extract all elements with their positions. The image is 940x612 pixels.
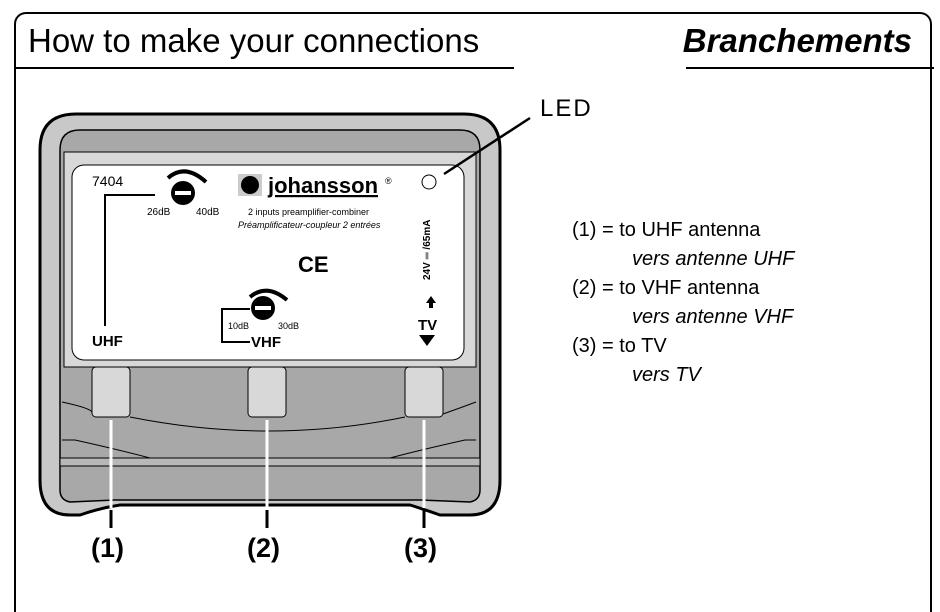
- model-number: 7404: [92, 173, 123, 189]
- brand-logo-icon: [241, 176, 259, 194]
- connection-legend: (1) = to UHF antenna vers antenne UHF (2…: [572, 216, 794, 390]
- vhf-knob-arc: [248, 288, 289, 302]
- connector-label-3: (3): [404, 533, 437, 563]
- vhf-knob-slot: [255, 306, 271, 310]
- legend-item-2-fr: vers antenne VHF: [632, 306, 794, 328]
- led-indicator: [421, 174, 437, 190]
- uhf-knob-arc: [166, 169, 208, 184]
- title-underline-en: [15, 67, 514, 69]
- page-frame: [14, 12, 932, 612]
- vhf-min-label: 10dB: [228, 321, 249, 331]
- legend-item-1-en: (1) = to UHF antenna: [572, 219, 761, 241]
- device-desc-fr: Préamplificateur-coupleur 2 entrées: [238, 220, 381, 230]
- device-desc-en: 2 inputs preamplifier-combiner: [248, 207, 369, 217]
- brand-name: johansson: [267, 173, 378, 198]
- power-label: 24V ═ /65mA: [422, 220, 433, 280]
- uhf-label: UHF: [92, 333, 123, 350]
- led-callout-label: LED: [540, 95, 593, 122]
- led-callout-line: [443, 116, 531, 176]
- device-label-panel: [71, 164, 465, 361]
- connector-label-2: (2): [247, 533, 280, 563]
- connector-1: [91, 366, 131, 418]
- housing-curve-upper: [61, 401, 477, 432]
- connector-3: [404, 366, 444, 418]
- uhf-bracket: [104, 194, 155, 326]
- up-arrow-icon: [426, 296, 436, 308]
- uhf-max-label: 40dB: [196, 207, 220, 218]
- device-diagram: LED 7404 26dB 40dB UHF johansson ® 2 inp…: [38, 95, 593, 528]
- legend-item-3-fr: vers TV: [632, 364, 701, 386]
- title-underline-fr: [686, 67, 934, 69]
- legend-item-2-en: (2) = to VHF antenna: [572, 277, 760, 299]
- vhf-bracket: [221, 308, 250, 343]
- connector-label-1: (1): [91, 533, 124, 563]
- ce-mark: CE: [298, 252, 329, 277]
- uhf-knob-slot: [175, 191, 191, 195]
- tv-label: TV: [418, 317, 437, 334]
- page-title-fr: Branchements: [682, 22, 912, 59]
- housing-rail: [59, 457, 481, 467]
- vhf-label: VHF: [251, 334, 281, 351]
- page-title-en: How to make your connections: [28, 22, 480, 59]
- down-triangle-icon: [419, 335, 435, 346]
- brand-mark: ®: [385, 176, 392, 186]
- legend-item-1-fr: vers antenne UHF: [632, 248, 795, 270]
- legend-item-3-en: (3) = to TV: [572, 335, 667, 357]
- uhf-min-label: 26dB: [147, 207, 171, 218]
- connector-2: [247, 366, 287, 418]
- vhf-max-label: 30dB: [278, 321, 299, 331]
